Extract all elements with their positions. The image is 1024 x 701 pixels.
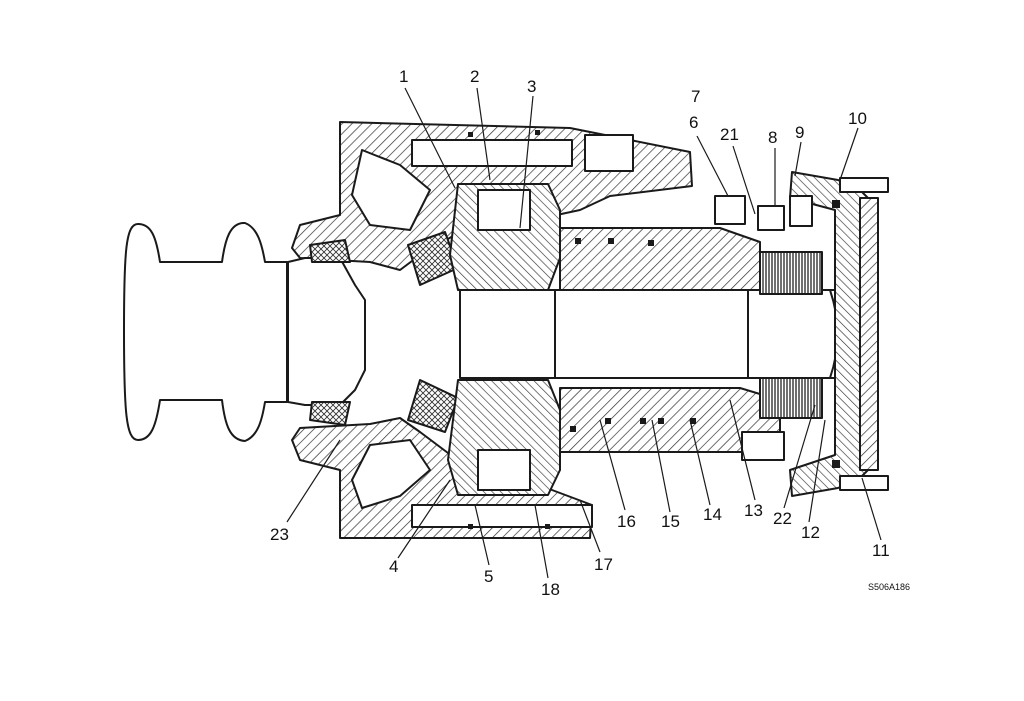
callout-21: 21 [720, 125, 739, 144]
callout-15: 15 [661, 512, 680, 531]
callout-12: 12 [801, 523, 820, 542]
carrier-lower [447, 379, 561, 496]
bolt-head-upper [584, 134, 634, 172]
bearing-right-lower [309, 401, 351, 426]
planet-gear-lower [477, 449, 531, 491]
housing-cavity-upper [351, 149, 431, 231]
brake-disks-lower [759, 377, 823, 419]
callout-22: 22 [773, 509, 792, 528]
callout-17: 17 [594, 555, 613, 574]
callout-3: 3 [527, 77, 536, 96]
brake-disks-upper [759, 251, 823, 295]
callout-16: 16 [617, 512, 636, 531]
callout-11: 11 [872, 541, 890, 560]
callout-5: 5 [484, 567, 493, 586]
callout-2: 2 [470, 67, 479, 86]
callout-23: 23 [270, 525, 289, 544]
figure-code: S506A186 [868, 582, 910, 592]
bolt-slot-upper [411, 139, 573, 167]
callout-7: 7 [691, 87, 700, 106]
hub-face [287, 257, 366, 406]
sprocket-outline [123, 221, 288, 442]
callout-13: 13 [744, 501, 763, 520]
callout-18: 18 [541, 580, 560, 599]
callout-10: 10 [848, 109, 867, 128]
valve-block [714, 195, 746, 225]
callout-4: 4 [389, 557, 398, 576]
bolt-slot-lower [411, 504, 593, 528]
callout-1: 1 [399, 67, 408, 86]
cylinder-block-upper [559, 227, 761, 291]
bearing-right-upper [309, 239, 351, 263]
leader-lines [286, 87, 882, 579]
plug-9 [789, 195, 813, 227]
plug-8 [757, 205, 785, 231]
callout-14: 14 [703, 505, 722, 524]
cover-bolt-upper [839, 177, 889, 193]
port-block-lower [741, 431, 785, 461]
end-plate [859, 197, 879, 471]
housing-cavity-lower [351, 439, 431, 509]
cylinder-block-lower [559, 387, 781, 453]
callout-6: 6 [689, 113, 698, 132]
callout-8: 8 [768, 128, 777, 147]
seal-rings [468, 130, 840, 529]
callout-9: 9 [795, 123, 804, 142]
main-shaft [459, 289, 841, 379]
taper-bearing-left-lower [407, 379, 459, 433]
